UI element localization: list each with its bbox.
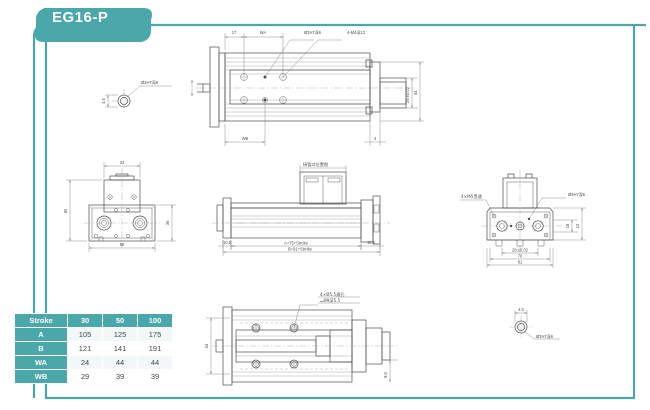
cell-wb-100: 39 bbox=[137, 369, 173, 384]
dim-10p5: 10.5 bbox=[223, 240, 232, 245]
cell-a-50: 125 bbox=[102, 327, 138, 342]
callout-thread-m5: 4×M5贯通 bbox=[461, 193, 483, 200]
row-label-a: A bbox=[14, 327, 68, 342]
col-header-100: 100 bbox=[137, 313, 173, 328]
right-end-view: 4×M5贯通 Ø3H7深6 18 10 28 ±0.02 70 bbox=[460, 170, 586, 268]
cell-a-30: 105 bbox=[67, 327, 103, 342]
callout-pin-hole-right: Ø3H7深6 bbox=[568, 191, 586, 197]
dim-wb: WB bbox=[242, 136, 249, 141]
cell-b-50: 141 bbox=[102, 341, 138, 356]
dim-70: 70 bbox=[518, 254, 523, 259]
pin-hole-detail-top-left: Ø3H7深6 4.5 bbox=[101, 79, 172, 113]
row-label-wa: WA bbox=[14, 355, 68, 370]
dim-wa: WA bbox=[260, 30, 267, 35]
dim-18p5: 18.5 bbox=[367, 240, 376, 245]
cell-a-100: 175 bbox=[137, 327, 173, 342]
col-header-30: 30 bbox=[67, 313, 103, 328]
row-label-wb: WB bbox=[14, 369, 68, 384]
col-header-50: 50 bbox=[102, 313, 138, 328]
table-row: B 121 141 191 bbox=[14, 341, 173, 356]
top-plan-view: Ø3H7深6 4-M4深12 17 WA WB 4 bbox=[191, 29, 424, 146]
callout-detail-pin-bottom-right: Ø3H7深6 bbox=[536, 333, 554, 339]
dim-4: 4 bbox=[374, 136, 377, 141]
dim-b-formula: B=91+Stroke bbox=[288, 247, 313, 252]
callout-detail-pin-top-left: Ø3H7深6 bbox=[141, 79, 159, 85]
callout-port-position: 接管口位置图 bbox=[303, 161, 328, 168]
dim-18-right: 18 bbox=[565, 223, 570, 228]
dim-17: 17 bbox=[232, 30, 237, 35]
callout-counterbore: ⌴Ø9深5.5 bbox=[320, 297, 340, 304]
dim-81: 81 bbox=[518, 260, 523, 265]
cell-wa-30: 24 bbox=[67, 355, 103, 370]
title-badge bbox=[35, 8, 152, 42]
table-row: WB 29 39 39 bbox=[14, 369, 173, 384]
cell-wb-50: 39 bbox=[102, 369, 138, 384]
dim-28-tol-top: 28 ±0.02 bbox=[405, 86, 410, 103]
table-row: WA 24 44 44 bbox=[14, 355, 173, 370]
stroke-spec-table: Stroke 30 50 100 A 105 125 175 B 121 141… bbox=[14, 313, 173, 384]
pin-hole-detail-bottom-right: Ø3H7深6 4.5 bbox=[509, 307, 560, 340]
dim-a-formula: A=75+Stroke bbox=[284, 241, 309, 246]
dim-34-top: 34 bbox=[413, 90, 418, 95]
table-row: A 105 125 175 bbox=[14, 327, 173, 342]
dim-34-left-end: 34 bbox=[120, 160, 125, 165]
left-end-view: 34 80 36 80 bbox=[63, 160, 176, 252]
callout-thread-top: 4-M4深12 bbox=[347, 29, 366, 35]
cell-wa-100: 44 bbox=[137, 355, 173, 370]
dim-detail-4p5-top: 4.5 bbox=[101, 97, 106, 103]
cell-wb-30: 29 bbox=[67, 369, 103, 384]
dim-28-tol-right: 28 ±0.02 bbox=[512, 248, 529, 253]
cell-b-30: 121 bbox=[67, 341, 103, 356]
cell-b-100: 191 bbox=[137, 341, 173, 356]
callout-pin-hole-top: Ø3H7深6 bbox=[304, 29, 322, 35]
page-title: EG16-P bbox=[52, 9, 109, 26]
dim-9p5: 9.5 bbox=[383, 371, 388, 377]
row-label-b: B bbox=[14, 341, 68, 356]
dim-80-bottom: 80 bbox=[120, 242, 125, 247]
dim-10-right: 10 bbox=[575, 223, 580, 228]
dim-80-left: 80 bbox=[63, 208, 68, 213]
dim-36-right: 36 bbox=[165, 220, 170, 225]
col-header-stroke: Stroke bbox=[14, 313, 68, 328]
cell-wa-50: 44 bbox=[102, 355, 138, 370]
dim-54: 54 bbox=[204, 343, 209, 348]
callout-through-hole: 4×Ø5.5通孔 bbox=[320, 291, 345, 298]
dim-detail-4p5-bottom: 4.5 bbox=[518, 307, 524, 312]
table-header-row: Stroke 30 50 100 bbox=[14, 313, 173, 328]
side-elevation-view: 接管口位置图 10.5 A=75+Stroke B=91+Stroke bbox=[212, 161, 390, 256]
bottom-plan-view: 4×Ø5.5通孔 ⌴Ø9深5.5 54 9.5 bbox=[204, 291, 398, 386]
